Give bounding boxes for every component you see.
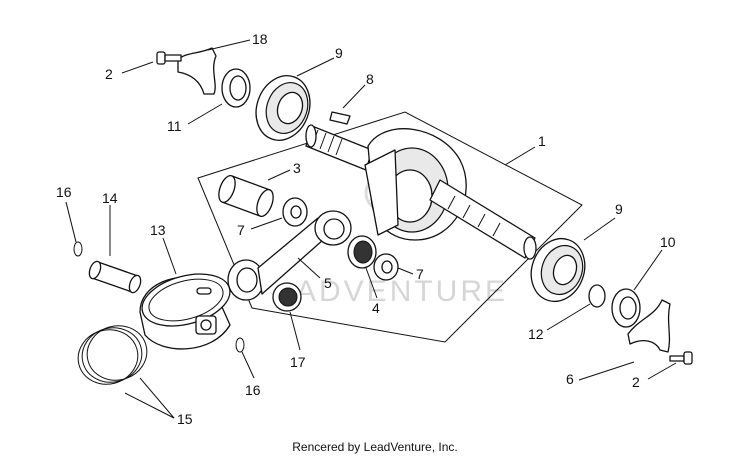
callout-8: 8 — [366, 71, 374, 87]
screw-right — [669, 351, 693, 365]
callout-12: 12 — [528, 326, 544, 342]
needle-bearing-small-end — [272, 282, 302, 312]
retainer-plate-right — [627, 299, 671, 353]
thrust-washer-upper — [282, 197, 308, 227]
exploded-view-diagram: ADVENTURE — [56, 31, 693, 427]
callout-14: 14 — [102, 190, 118, 206]
callout-4: 4 — [372, 300, 380, 316]
retainer-plate-left — [177, 47, 217, 95]
o-ring — [588, 284, 606, 308]
callout-15: 15 — [177, 411, 193, 427]
callout-17: 17 — [290, 354, 306, 370]
callout-labels: 1 2 2 3 4 5 6 7 7 8 9 9 10 11 12 13 14 1… — [56, 31, 676, 427]
callout-6: 6 — [566, 371, 574, 387]
wrist-pin — [88, 260, 142, 294]
main-bearing-right — [530, 237, 586, 303]
piston — [139, 273, 231, 350]
callout-7-upper: 7 — [237, 222, 245, 238]
spacer — [218, 174, 274, 218]
oil-seal-right — [611, 288, 641, 328]
leader-lines — [65, 39, 677, 419]
credit-text: Rencered by LeadVenture, Inc. — [292, 440, 458, 454]
piston-rings — [77, 325, 148, 385]
callout-13: 13 — [150, 222, 166, 238]
thrust-washer-lower — [373, 253, 399, 281]
callout-9-left: 9 — [335, 45, 343, 61]
callout-1: 1 — [538, 133, 546, 149]
needle-bearing-big-end — [347, 235, 377, 269]
oil-seal-left — [221, 68, 251, 108]
callout-2-left: 2 — [105, 66, 113, 82]
callout-11: 11 — [167, 118, 182, 134]
callout-5: 5 — [324, 275, 332, 291]
callout-2-right: 2 — [632, 374, 640, 390]
screw-left — [156, 51, 182, 65]
main-bearing-left — [255, 75, 311, 141]
watermark-text: ADVENTURE — [296, 275, 508, 308]
connecting-rod — [227, 210, 352, 301]
woodruff-key — [329, 111, 351, 125]
circlip-right — [235, 337, 245, 353]
callout-3: 3 — [293, 160, 301, 176]
callout-7-lower: 7 — [416, 266, 424, 282]
callout-16-right: 16 — [245, 382, 261, 398]
circlip-left — [73, 241, 83, 257]
crankshaft — [305, 124, 537, 260]
callout-18: 18 — [252, 31, 268, 47]
callout-16-left: 16 — [56, 184, 72, 200]
callout-9-right: 9 — [615, 201, 623, 217]
callout-10: 10 — [660, 234, 676, 250]
